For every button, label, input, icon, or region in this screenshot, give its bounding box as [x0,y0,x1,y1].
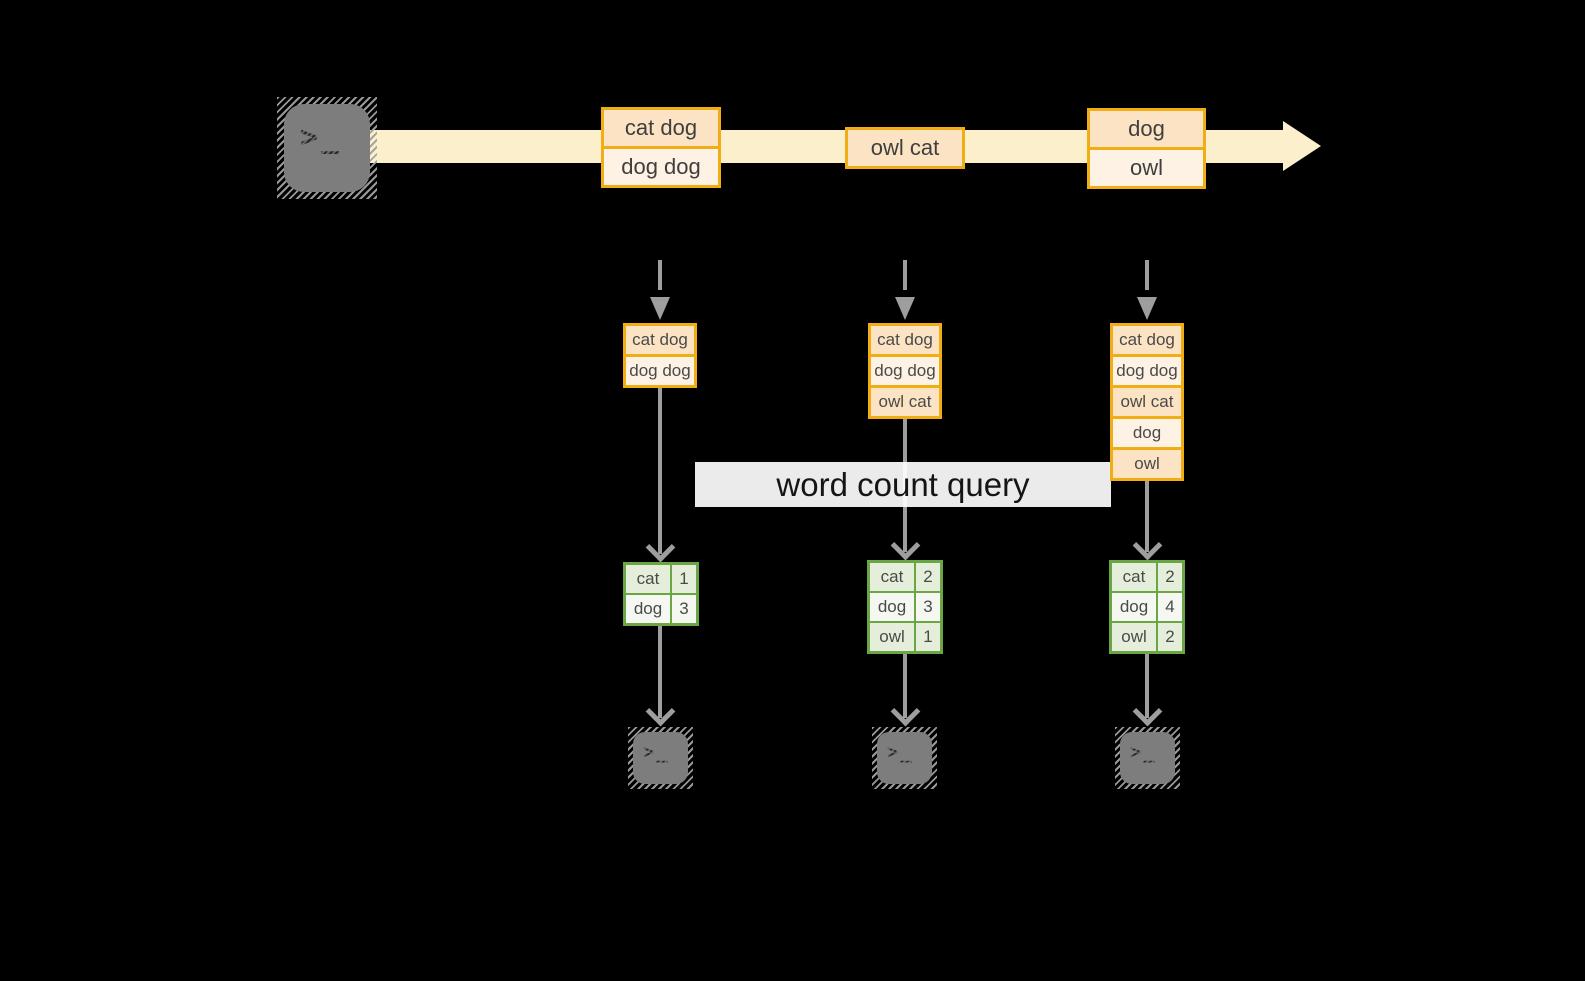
terminal-icon-sink-1: >_ [628,727,693,789]
count-word-cell: cat [1112,563,1158,591]
buffer-item: cat dog [1113,326,1181,354]
stream-item: dog [1090,111,1203,147]
count-value-cell: 4 [1158,593,1182,621]
stream-batch-2: owl cat [845,127,965,169]
buffer-stack-1: cat dog dog dog [623,323,697,388]
count-word-cell: dog [870,593,916,621]
dashed-arrow-shaft [1145,260,1149,290]
solid-arrowhead-icon [892,699,918,725]
stream-arrowhead-icon [1283,121,1321,171]
count-word-cell: dog [1112,593,1158,621]
count-table-3: cat 2 dog 4 owl 2 [1109,560,1185,654]
terminal-prompt-glyph: >_ [887,741,914,763]
solid-arrowhead-icon [647,535,673,561]
solid-arrowhead-icon [892,533,918,559]
table-row: cat 2 [1112,563,1182,591]
solid-arrowhead-icon [1134,533,1160,559]
buffer-stack-2: cat dog dog dog owl cat [868,323,942,419]
buffer-item: owl [1113,447,1181,478]
buffer-item: cat dog [626,326,694,354]
table-row: owl 1 [870,621,940,651]
count-value-cell: 2 [1158,623,1182,651]
count-value-cell: 3 [916,593,940,621]
count-word-cell: owl [870,623,916,651]
table-row: cat 2 [870,563,940,591]
buffer-item: dog dog [871,354,939,385]
count-word-cell: cat [626,565,672,593]
count-word-cell: dog [626,595,672,623]
terminal-icon-source: >_ [277,97,377,199]
stream-batch-1: cat dog dog dog [601,107,721,188]
buffer-item: cat dog [871,326,939,354]
solid-arrow-shaft [658,388,662,554]
solid-arrow-shaft [658,626,662,718]
solid-arrow-shaft [1145,481,1149,552]
table-row: cat 1 [626,565,696,593]
count-table-1: cat 1 dog 3 [623,562,699,626]
dashed-arrowhead-icon [895,297,915,320]
dashed-arrowhead-icon [650,297,670,320]
table-row: owl 2 [1112,621,1182,651]
buffer-item: dog [1113,416,1181,447]
solid-arrowhead-icon [647,699,673,725]
table-row: dog 3 [870,591,940,621]
terminal-prompt-glyph: >_ [300,120,343,155]
count-table-2: cat 2 dog 3 owl 1 [867,560,943,654]
table-row: dog 4 [1112,591,1182,621]
query-label-band: word count query [695,462,1111,507]
count-word-cell: owl [1112,623,1158,651]
terminal-screen: >_ [877,732,932,784]
buffer-item: dog dog [1113,354,1181,385]
table-row: dog 3 [626,593,696,623]
count-value-cell: 2 [916,563,940,591]
count-value-cell: 1 [672,565,696,593]
dashed-arrow-shaft [658,260,662,290]
solid-arrow-shaft [903,654,907,718]
buffer-item: owl cat [871,385,939,416]
buffer-item: owl cat [1113,385,1181,416]
solid-arrow-shaft [1145,654,1149,718]
stream-item: cat dog [604,110,718,146]
terminal-icon-sink-2: >_ [872,727,937,789]
stream-item: dog dog [604,146,718,185]
dashed-arrowhead-icon [1137,297,1157,320]
query-label: word count query [776,465,1030,503]
count-value-cell: 2 [1158,563,1182,591]
terminal-prompt-glyph: >_ [1130,741,1157,763]
buffer-item: dog dog [626,354,694,385]
terminal-screen: >_ [284,104,370,192]
terminal-screen: >_ [1120,732,1175,784]
terminal-screen: >_ [633,732,688,784]
count-word-cell: cat [870,563,916,591]
terminal-icon-sink-3: >_ [1115,727,1180,789]
count-value-cell: 1 [916,623,940,651]
stream-batch-3: dog owl [1087,108,1206,189]
dashed-arrow-shaft [903,260,907,290]
count-value-cell: 3 [672,595,696,623]
solid-arrowhead-icon [1134,699,1160,725]
buffer-stack-3: cat dog dog dog owl cat dog owl [1110,323,1184,481]
stream-item: owl cat [848,130,962,166]
stream-item: owl [1090,147,1203,186]
terminal-prompt-glyph: >_ [643,741,670,763]
